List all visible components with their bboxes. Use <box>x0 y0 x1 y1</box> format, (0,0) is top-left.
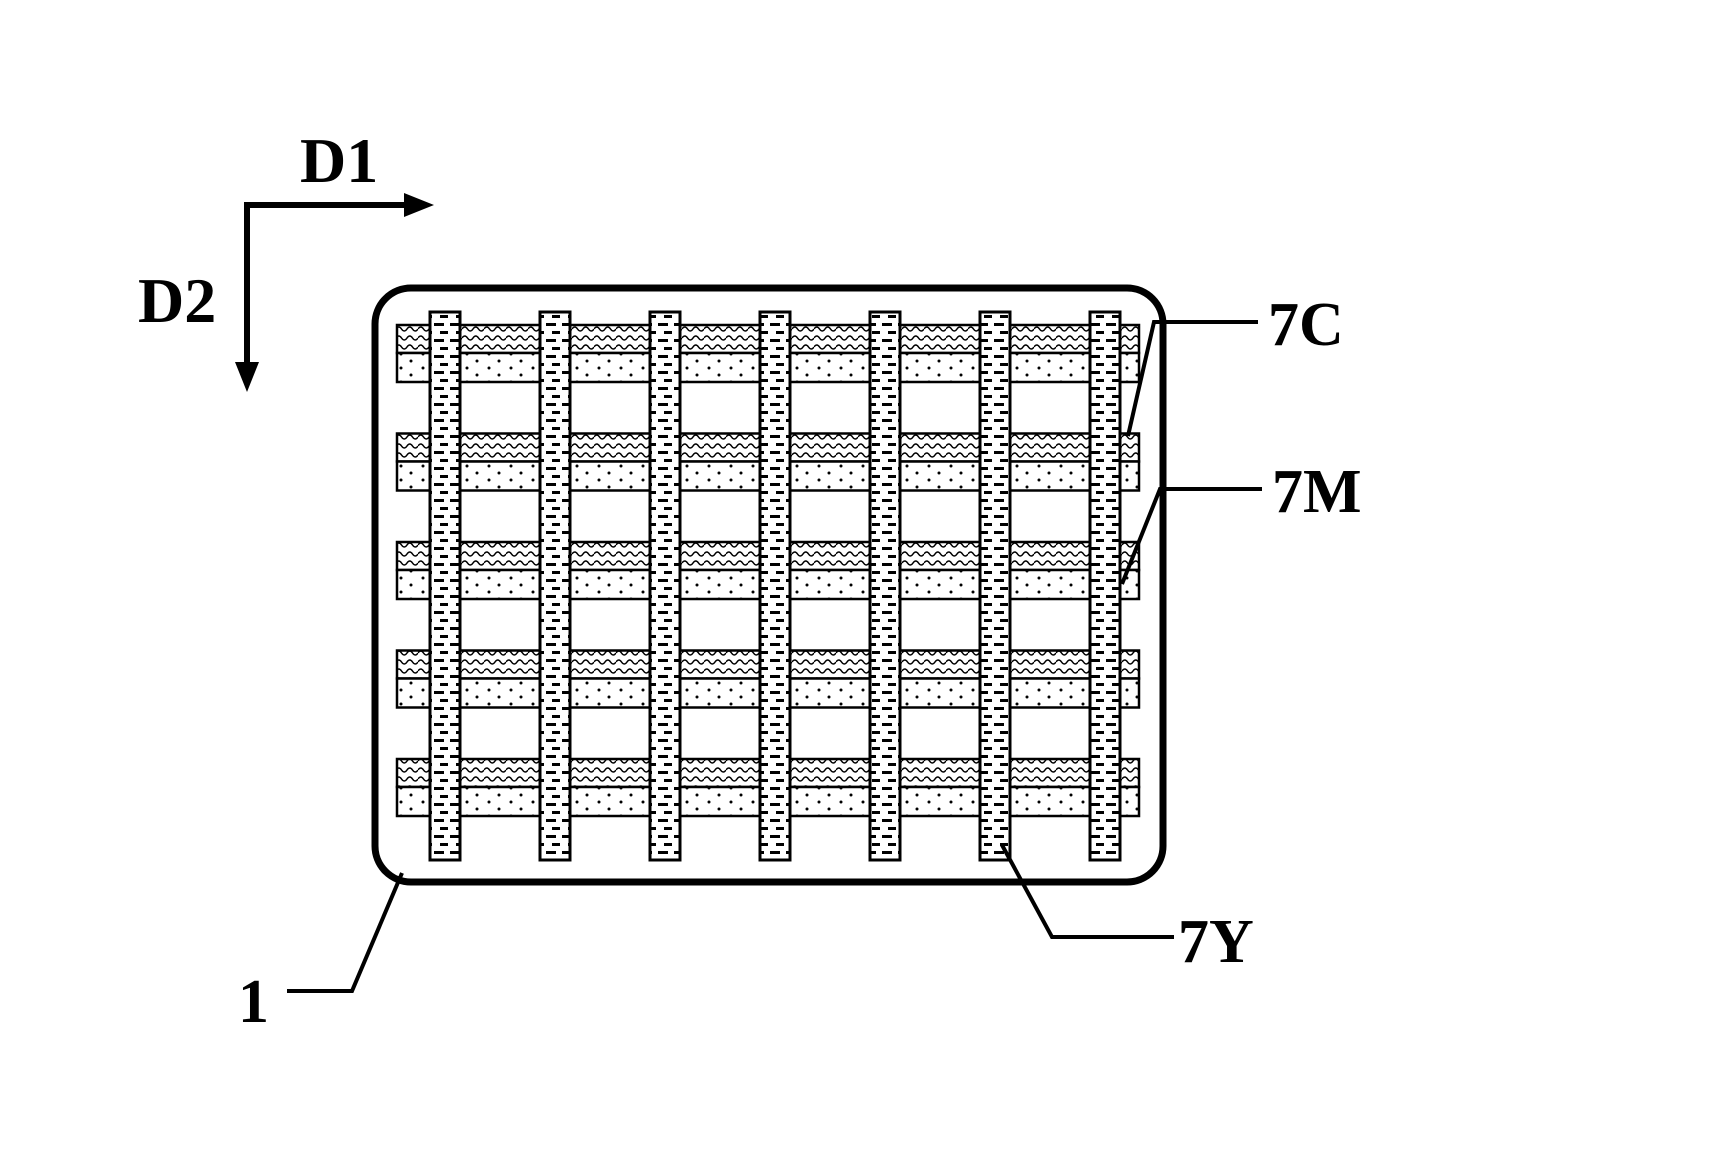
column-bar <box>868 310 902 862</box>
column-bar <box>538 310 572 862</box>
direction-axes: D1 D2 <box>138 125 434 392</box>
column-bar <box>428 310 462 862</box>
axis-label-d2: D2 <box>138 265 216 336</box>
label-7y: 7Y <box>1178 908 1254 976</box>
label-7c: 7C <box>1268 291 1344 359</box>
leader-line-7y <box>1000 844 1174 939</box>
vertical-bars <box>428 310 1122 862</box>
column-bar <box>978 310 1012 862</box>
axis-label-d1: D1 <box>300 125 378 196</box>
label-1: 1 <box>238 968 269 1036</box>
leader-line-1 <box>287 872 404 993</box>
leader-line-7m <box>1120 487 1262 585</box>
column-bar <box>648 310 682 862</box>
column-bar <box>1088 310 1122 862</box>
d1-arrowhead-icon <box>404 193 434 217</box>
label-7m: 7M <box>1272 458 1362 526</box>
column-bar <box>758 310 792 862</box>
leader-line-7c <box>1126 320 1258 437</box>
d2-arrowhead-icon <box>235 362 259 392</box>
